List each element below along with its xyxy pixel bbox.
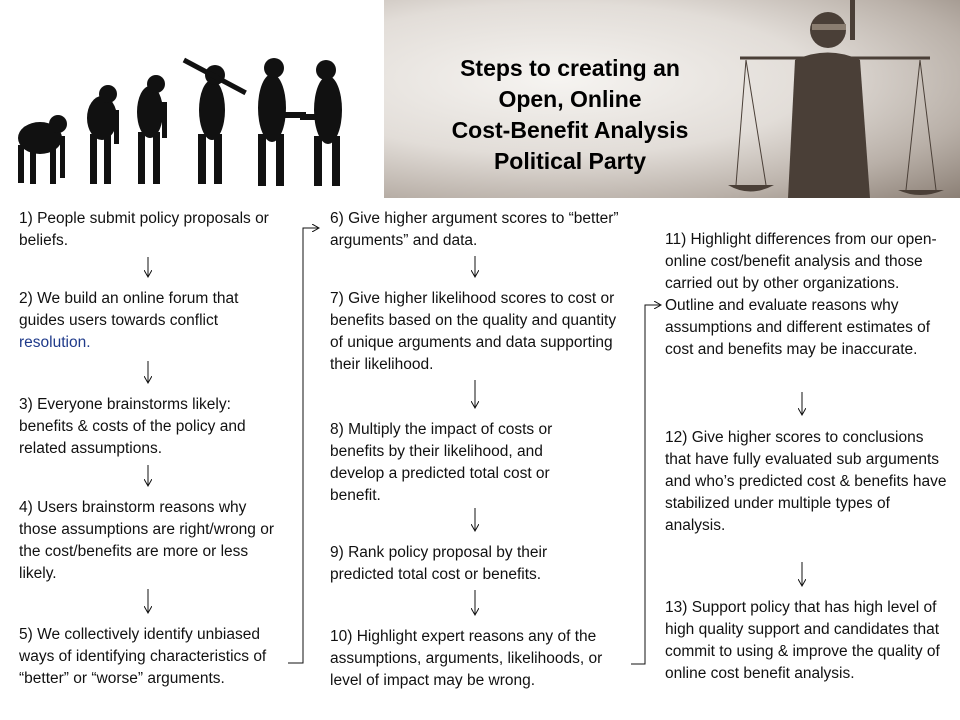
step-2-text: 2) We build an online forum that guides … [19, 290, 239, 329]
ape-silhouette-2 [87, 85, 119, 184]
title-banner [384, 0, 960, 198]
human-silhouette-left [258, 58, 306, 186]
step-5: 5) We collectively identify unbiased way… [19, 626, 267, 687]
step-2-highlight: resolution. [19, 334, 91, 351]
step-4: 4) Users brainstorm reasons why those as… [19, 499, 275, 582]
title-line-3: Cost-Benefit Analysis [451, 117, 689, 143]
title-line-2: Open, Online [498, 86, 642, 112]
step-12: 12) Give higher scores to conclusions th… [665, 429, 947, 534]
step-9: 9) Rank policy proposal by their predict… [330, 544, 548, 583]
step-13: 13) Support policy that has high level o… [665, 599, 940, 682]
arrow-5-6 [288, 228, 318, 664]
step-1: 1) People submit policy proposals or bel… [19, 210, 269, 249]
human-silhouette-right [300, 60, 342, 186]
evolution-silhouettes-image [18, 57, 342, 186]
title-line-1: Steps to creating an [460, 55, 680, 81]
step-10: 10) Highlight expert reasons any of the … [330, 628, 603, 689]
step-6: 6) Give higher argument scores to “bette… [330, 210, 619, 249]
arrow-10-11 [631, 305, 660, 665]
title-line-4: Political Party [493, 148, 647, 174]
step-11: 11) Highlight differences from our open-… [665, 231, 937, 358]
hominid-silhouette-3 [137, 75, 167, 184]
lady-justice-statue-image [728, 0, 944, 198]
step-2: 2) We build an online forum that guides … [19, 288, 284, 354]
ape-silhouette-1 [18, 115, 67, 184]
step-3: 3) Everyone brainstorms likely: benefits… [19, 396, 246, 457]
step-8: 8) Multiply the impact of costs or benef… [330, 421, 553, 504]
page-title: Steps to creating an Open, Online Cost-B… [410, 53, 730, 177]
hominid-with-club-silhouette [182, 57, 247, 184]
step-7: 7) Give higher likelihood scores to cost… [330, 290, 617, 373]
